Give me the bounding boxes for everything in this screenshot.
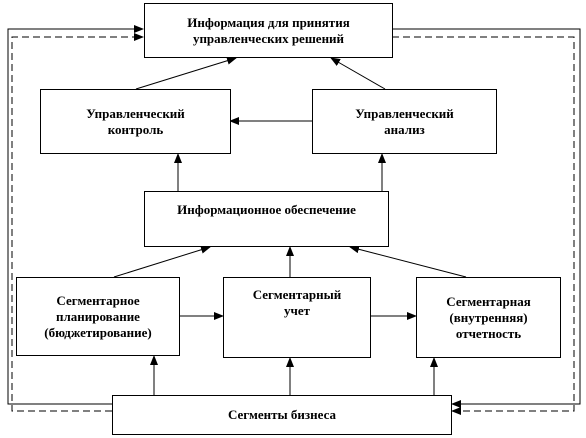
- box-business-segments-label: Сегменты бизнеса: [227, 407, 336, 422]
- arrow-planning-to-support: [113, 245, 211, 278]
- arrow-control-to-info: [135, 56, 237, 90]
- box-segment-accounting: Сегментарный учет: [223, 277, 371, 358]
- box-mgmt-analysis-label: Управленческий анализ: [355, 105, 454, 137]
- box-business-segments: Сегменты бизнеса: [112, 395, 452, 435]
- box-mgmt-analysis: Управленческий анализ: [312, 89, 497, 154]
- box-mgmt-control-label: Управленческий контроль: [86, 105, 185, 137]
- box-segment-reporting-label: Сегментарная (внутренняя) отчетность: [446, 293, 531, 341]
- arrow-analysis-to-info: [330, 57, 386, 90]
- arrow-reporting-to-support: [349, 245, 467, 278]
- feedback-dashed-right: [392, 36, 575, 415]
- box-mgmt-control: Управленческий контроль: [40, 89, 231, 154]
- box-info-decisions: Информация для принятия управленческих р…: [144, 3, 393, 58]
- box-info-support-label: Информационное обеспечение: [177, 202, 356, 217]
- feedback-solid-left: [7, 25, 144, 405]
- box-segment-planning: Сегментарное планирование (бюджетировани…: [16, 277, 180, 356]
- feedback-dashed-left: [11, 33, 144, 412]
- box-info-decisions-label: Информация для принятия управленческих р…: [187, 14, 350, 46]
- feedback-solid-right: [392, 28, 581, 408]
- box-segment-planning-label: Сегментарное планирование (бюджетировани…: [44, 292, 152, 340]
- box-info-support: Информационное обеспечение: [144, 191, 389, 247]
- box-segment-accounting-label: Сегментарный учет: [252, 287, 342, 318]
- box-segment-reporting: Сегментарная (внутренняя) отчетность: [416, 277, 561, 358]
